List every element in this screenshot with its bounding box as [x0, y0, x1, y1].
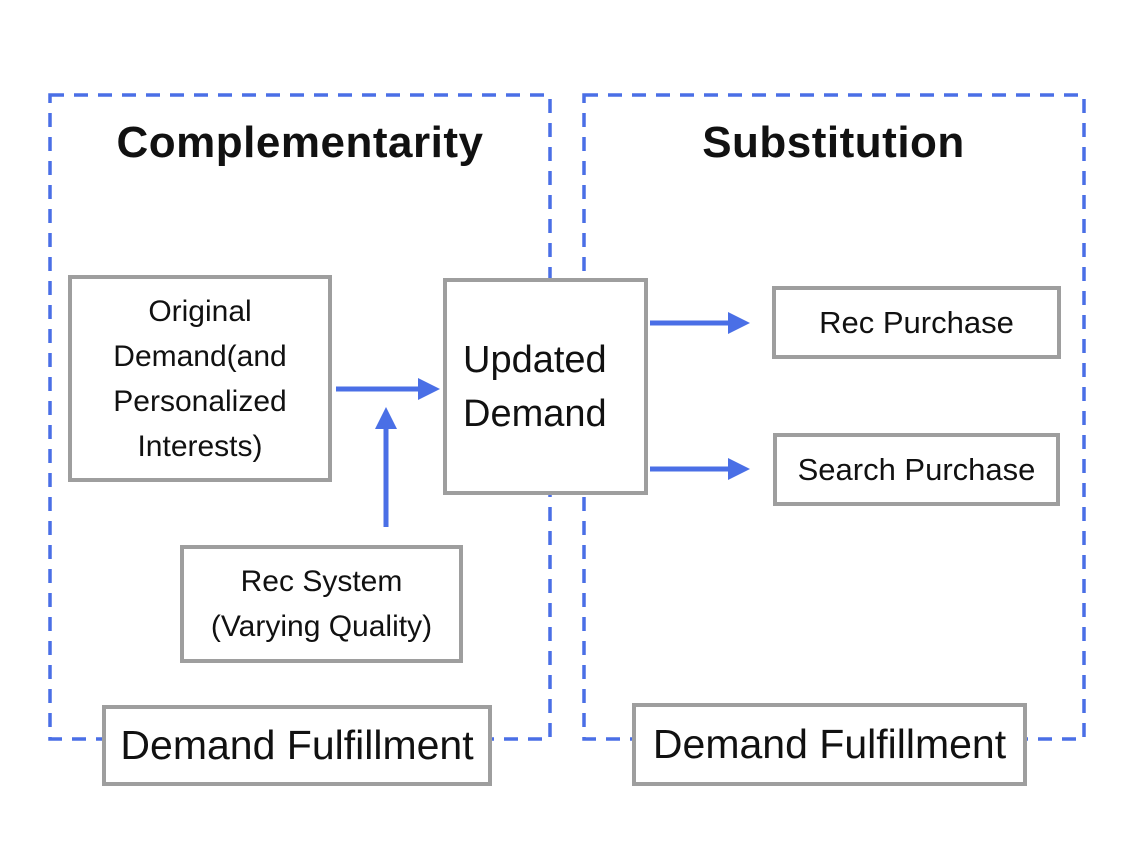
node-original-demand: Original Demand(and Personalized Interes…	[68, 275, 332, 482]
node-search-purchase: Search Purchase	[773, 433, 1060, 506]
panel-substitution-frame	[582, 93, 1086, 741]
panel-title-complementarity: Complementarity	[116, 118, 484, 167]
node-demand-fulfillment-left: Demand Fulfillment	[102, 705, 492, 786]
panel-title-substitution: Substitution	[702, 118, 965, 167]
node-rec-system: Rec System (Varying Quality)	[180, 545, 463, 663]
node-updated-demand: Updated Demand	[443, 278, 648, 495]
node-demand-fulfillment-right: Demand Fulfillment	[632, 703, 1027, 786]
node-rec-purchase: Rec Purchase	[772, 286, 1061, 359]
